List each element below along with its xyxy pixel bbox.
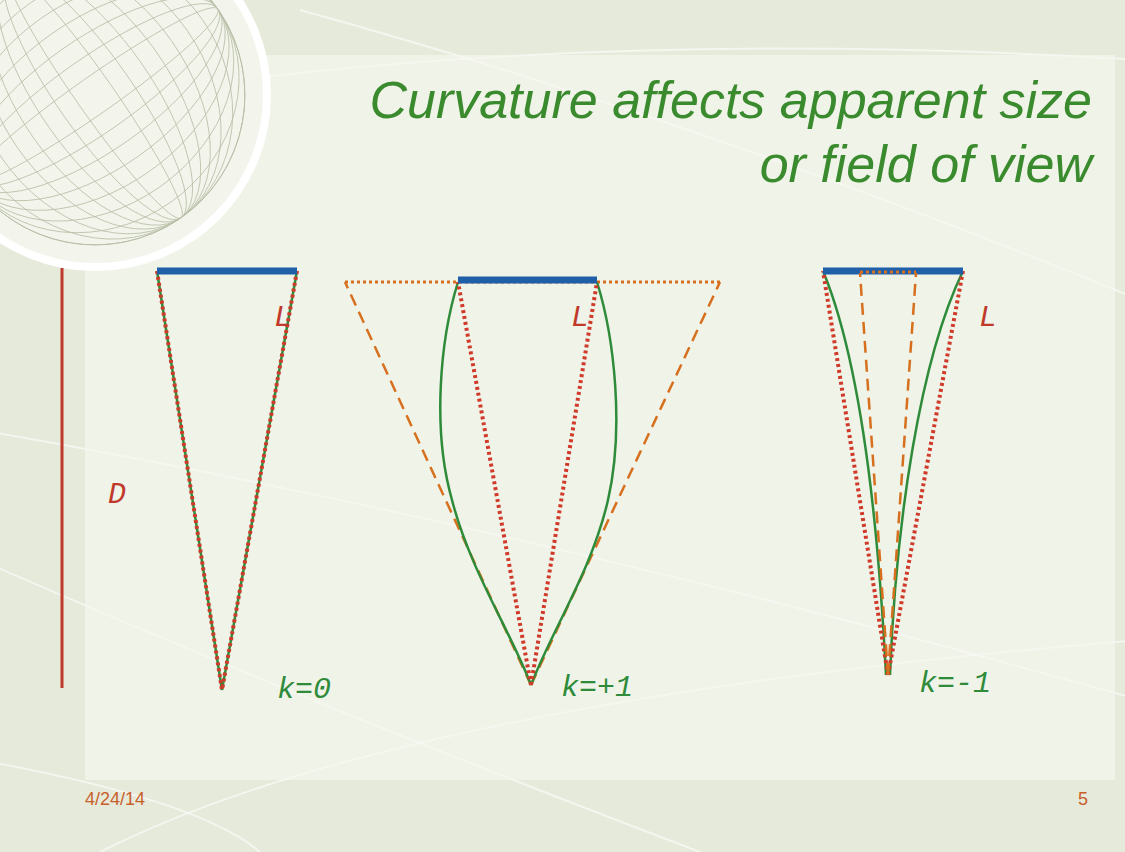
flat-geometry xyxy=(157,271,297,690)
curvature-label: k=0 xyxy=(277,673,331,707)
open-geometry xyxy=(823,271,963,675)
length-label: L xyxy=(571,301,589,335)
closed-geometry xyxy=(345,280,720,685)
slide-date: 4/24/14 xyxy=(85,789,145,810)
distance-label: D xyxy=(108,478,126,512)
length-label: L xyxy=(274,301,292,335)
curvature-label: k=+1 xyxy=(561,671,633,705)
curvature-label: k=-1 xyxy=(919,667,991,701)
distance-bar xyxy=(61,268,64,688)
wireframe-globe xyxy=(0,0,304,304)
slide-title: Curvature affects apparent size or field… xyxy=(342,68,1092,196)
length-label: L xyxy=(979,301,997,335)
slide-number: 5 xyxy=(1078,789,1088,810)
